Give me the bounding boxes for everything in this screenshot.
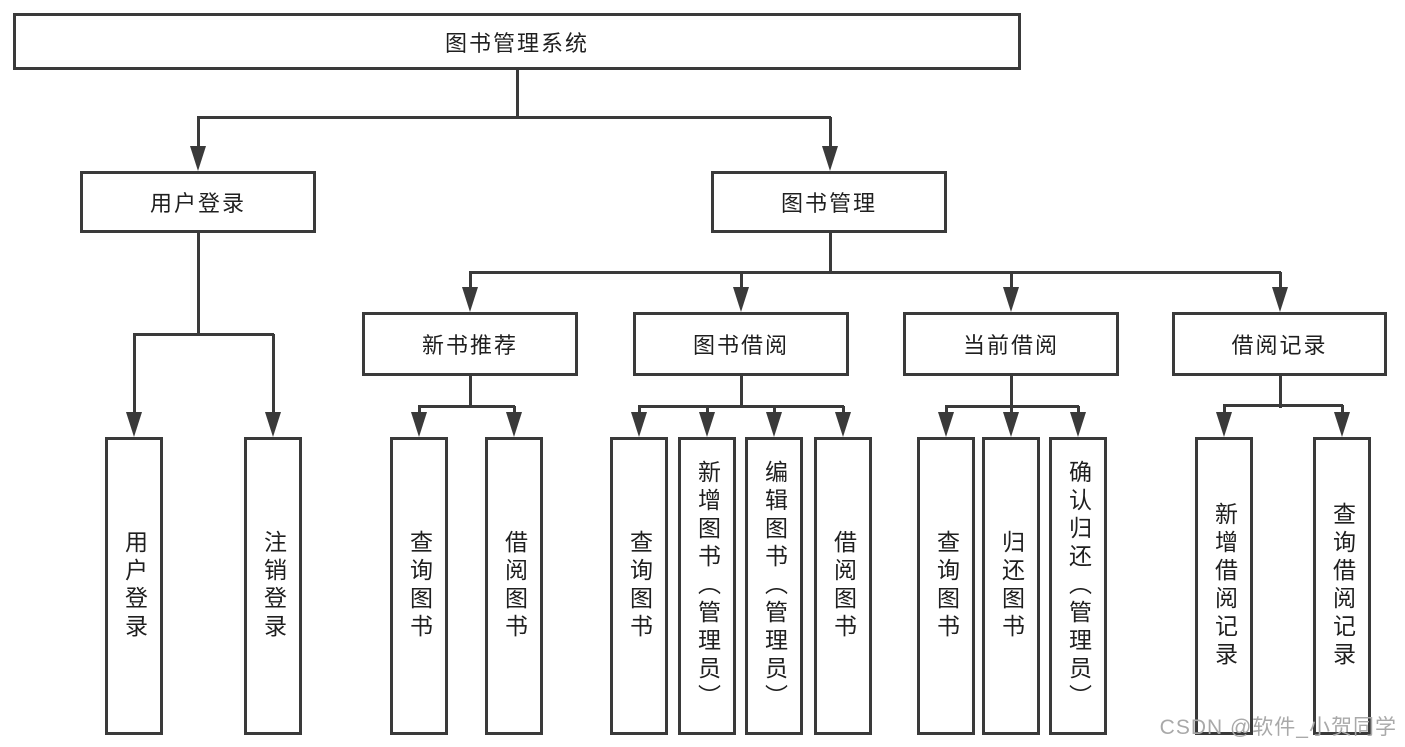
connector-drop <box>1010 406 1013 413</box>
node-label: 当前借阅 <box>962 333 1059 358</box>
arrowhead-icon <box>411 412 427 437</box>
node-confirm-return-admin: 确认归还（管理员） <box>1049 437 1107 735</box>
node-label: 图书管理 <box>780 191 877 216</box>
node-label: 查询图书 <box>406 530 433 642</box>
node-query-borrow-record: 查询借阅记录 <box>1313 437 1371 735</box>
connector-stem <box>1010 376 1013 408</box>
node-borrowing-records: 借阅记录 <box>1172 312 1387 376</box>
connector-stem <box>829 233 832 274</box>
connector-drop <box>638 406 641 413</box>
connector-drop <box>272 334 275 413</box>
node-book-management: 图书管理 <box>711 171 947 233</box>
node-label: 查询图书 <box>933 530 960 642</box>
connector-bar <box>133 333 274 336</box>
connector-bar <box>469 271 1281 274</box>
connector-drop <box>197 117 200 147</box>
node-add-borrow-record: 新增借阅记录 <box>1195 437 1253 735</box>
connector-stem <box>516 70 519 118</box>
node-borrow-books: 借阅图书 <box>814 437 872 735</box>
node-label: 用户登录 <box>121 530 148 642</box>
node-label: 编辑图书（管理员） <box>761 460 788 712</box>
connector-stem <box>469 376 472 408</box>
arrowhead-icon <box>1003 287 1019 312</box>
arrowhead-icon <box>506 412 522 437</box>
node-label: 查询借阅记录 <box>1329 502 1356 670</box>
arrowhead-icon <box>265 412 281 437</box>
arrowhead-icon <box>1272 287 1288 312</box>
node-label: 借阅图书 <box>501 530 528 642</box>
connector-drop <box>469 272 472 288</box>
connector-bar <box>418 405 515 408</box>
arrowhead-icon <box>835 412 851 437</box>
connector-drop <box>133 334 136 413</box>
connector-drop <box>1010 272 1013 288</box>
connector-drop <box>1077 406 1080 413</box>
node-label: 新增图书（管理员） <box>694 460 721 712</box>
node-new-book-recommendation: 新书推荐 <box>362 312 578 376</box>
connector-drop <box>740 272 743 288</box>
arrowhead-icon <box>190 146 206 171</box>
arrowhead-icon <box>631 412 647 437</box>
connector-stem <box>197 233 200 336</box>
node-user-login: 用户登录 <box>80 171 316 233</box>
arrowhead-icon <box>766 412 782 437</box>
node-label: 借阅图书 <box>830 530 857 642</box>
node-label: 查询图书 <box>626 530 653 642</box>
node-current-borrowing: 当前借阅 <box>903 312 1119 376</box>
arrowhead-icon <box>1216 412 1232 437</box>
node-label: 确认归还（管理员） <box>1065 460 1092 712</box>
node-label: 注销登录 <box>260 530 287 642</box>
node-label: 借阅记录 <box>1231 333 1328 358</box>
watermark: CSDN @软件_小贺同学 <box>1159 716 1397 739</box>
connector-drop <box>945 406 948 413</box>
arrowhead-icon <box>699 412 715 437</box>
connector-drop <box>513 406 516 413</box>
connector-drop <box>418 406 421 413</box>
node-logout-action: 注销登录 <box>244 437 302 735</box>
arrowhead-icon <box>822 146 838 171</box>
connector-bar <box>1223 404 1343 407</box>
connector-drop <box>1279 272 1282 288</box>
arrowhead-icon <box>126 412 142 437</box>
arrowhead-icon <box>462 287 478 312</box>
node-edit-books-admin: 编辑图书（管理员） <box>745 437 803 735</box>
connector-stem <box>1279 376 1282 408</box>
node-label: 新增借阅记录 <box>1211 502 1238 670</box>
node-borrow-books-recommend: 借阅图书 <box>485 437 543 735</box>
connector-drop <box>773 406 776 413</box>
arrowhead-icon <box>733 287 749 312</box>
connector-drop <box>842 406 845 413</box>
connector-drop <box>1341 405 1344 413</box>
node-label: 图书管理系统 <box>444 30 589 56</box>
node-query-books-recommend: 查询图书 <box>390 437 448 735</box>
node-label: 新书推荐 <box>421 333 518 358</box>
connector-bar <box>638 405 844 408</box>
arrowhead-icon <box>1070 412 1086 437</box>
node-add-books-admin: 新增图书（管理员） <box>678 437 736 735</box>
connector-drop <box>829 117 832 147</box>
arrowhead-icon <box>938 412 954 437</box>
connector-drop <box>1223 405 1226 413</box>
node-system: 图书管理系统 <box>13 13 1021 70</box>
node-book-borrowing: 图书借阅 <box>633 312 849 376</box>
node-query-books-current: 查询图书 <box>917 437 975 735</box>
node-label: 归还图书 <box>998 530 1025 642</box>
node-login-action: 用户登录 <box>105 437 163 735</box>
arrowhead-icon <box>1334 412 1350 437</box>
connector-drop <box>706 406 709 413</box>
node-label: 用户登录 <box>149 191 246 216</box>
node-return-books: 归还图书 <box>982 437 1040 735</box>
node-label: 图书借阅 <box>692 333 789 358</box>
node-query-books-borrowing: 查询图书 <box>610 437 668 735</box>
arrowhead-icon <box>1003 412 1019 437</box>
connector-stem <box>740 376 743 408</box>
connector-bar <box>197 116 831 119</box>
